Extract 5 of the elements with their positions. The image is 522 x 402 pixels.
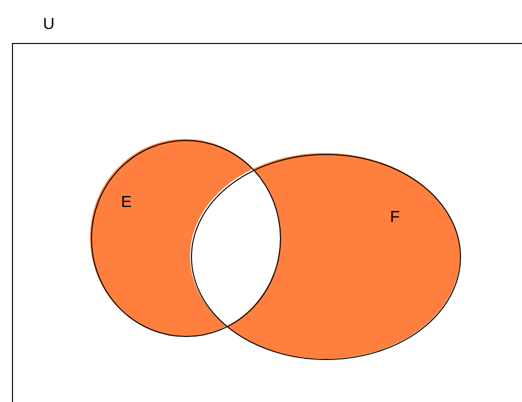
set-ellipse — [191, 154, 461, 360]
set-ellipse — [91, 140, 281, 337]
set-label: U — [43, 17, 55, 33]
set-label: E — [121, 195, 132, 211]
set-label: F — [390, 210, 400, 226]
